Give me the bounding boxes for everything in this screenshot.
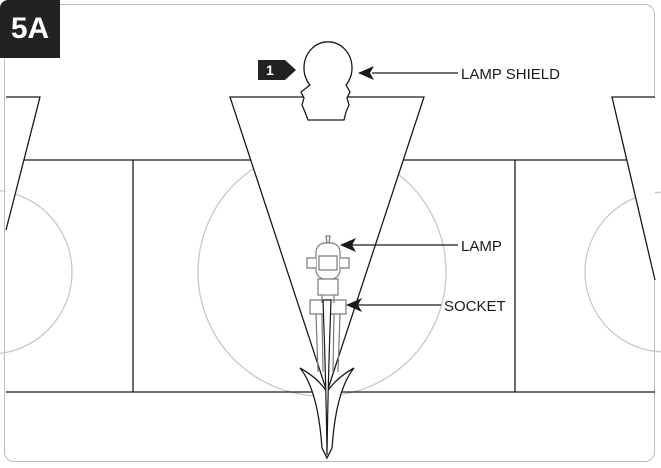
callout-lamp-label: LAMP [461,238,502,255]
callout-lamp-shield: LAMP SHIELD [358,66,560,83]
figure-label: 5A [0,0,60,58]
ground-stake-center [322,299,332,456]
step-marker: 1 [258,60,296,80]
lens-circle-right [584,191,661,353]
lamp-shield [300,41,353,121]
callout-lamp-shield-label: LAMP SHIELD [461,66,560,83]
lamp-bulb [306,235,350,303]
callout-socket-label: SOCKET [444,298,506,315]
lens-circle-left [0,189,73,355]
step-marker-number: 1 [266,62,274,78]
side-cones [5,96,656,281]
callout-lamp: LAMP [340,238,502,255]
callout-socket: SOCKET [346,298,506,315]
